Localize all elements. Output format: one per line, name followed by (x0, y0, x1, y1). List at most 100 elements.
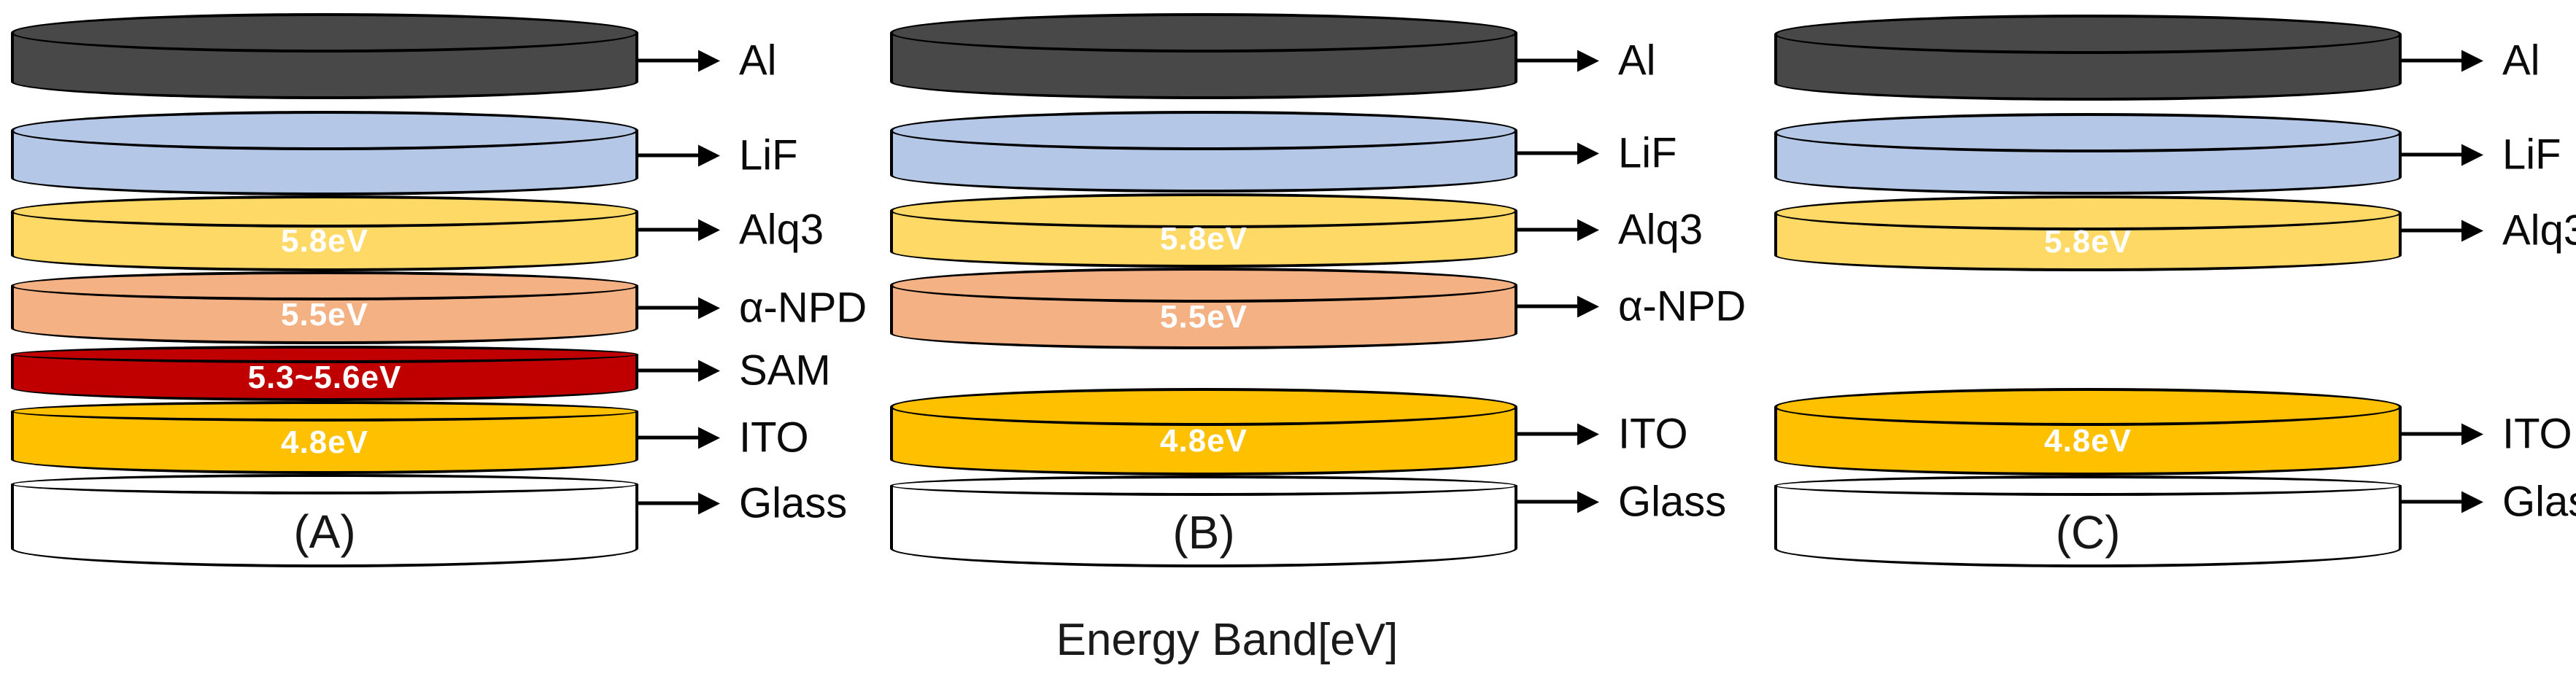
figure-caption: Energy Band[eV] (1056, 615, 1399, 665)
cylinder-cap (11, 13, 638, 53)
cylinder-cap (11, 271, 638, 300)
layer-lif (1774, 113, 2402, 195)
cylinder-cap (11, 111, 638, 150)
callout-lif: LiF (2402, 131, 2561, 179)
cylinder-cap (890, 388, 1517, 426)
layer-npd: 5.5eV (890, 268, 1517, 349)
arrow-line (1517, 151, 1577, 155)
layer-stack-a: 5.8eV 5.5eV 5.3~5.6eV 4.8eV (A) (11, 0, 638, 598)
energy-label: 4.8eV (1160, 423, 1248, 459)
energy-label: 5.8eV (281, 223, 368, 259)
arrow-line (2402, 228, 2461, 233)
callout-label: LiF (739, 131, 798, 179)
arrow-head-icon (698, 50, 720, 71)
arrow-head-icon (2461, 144, 2483, 166)
device-stack-panel-c: 5.8eV 4.8eV (C) Al LiF (1774, 0, 2576, 695)
arrow-head-icon (1577, 295, 1599, 317)
cylinder-cap (890, 13, 1517, 53)
layer-sam: 5.3~5.6eV (11, 346, 638, 401)
arrow-line (638, 435, 698, 440)
arrow-head-icon (698, 360, 720, 381)
arrow-line (638, 306, 698, 310)
layer-lif (890, 111, 1517, 193)
arrow-line (638, 368, 698, 373)
callout-alq3: Alq3 (1517, 206, 1703, 255)
layer-ito: 4.8eV (890, 388, 1517, 475)
layer-alq3: 5.8eV (890, 193, 1517, 268)
cylinder-cap (890, 111, 1517, 150)
cylinder-cap (890, 475, 1517, 496)
layer-alq3: 5.8eV (1774, 195, 2402, 271)
layer-glass: (A) (11, 474, 638, 567)
arrow-line (2402, 58, 2461, 63)
energy-label: 4.8eV (281, 424, 368, 460)
callout-al: Al (2402, 36, 2540, 85)
callout-label: LiF (1618, 129, 1677, 177)
layer-al (1774, 15, 2402, 101)
arrow-head-icon (698, 219, 720, 241)
arrow-line (638, 501, 698, 505)
cylinder-body (11, 354, 638, 401)
stack-label: (A) (293, 505, 356, 558)
layer-npd: 5.5eV (11, 271, 638, 344)
callout-al: Al (1517, 36, 1656, 85)
arrow-head-icon (698, 427, 720, 449)
arrow-head-icon (2461, 50, 2483, 71)
callout-ito: ITO (2402, 410, 2572, 459)
arrow-line (1517, 432, 1577, 436)
cylinder-body (11, 411, 638, 474)
callout-npd: α-NPD (1517, 282, 1746, 331)
callout-lif: LiF (638, 131, 798, 180)
arrow-head-icon (1577, 423, 1599, 445)
callout-glass: Glass (1517, 478, 1726, 527)
callout-label: LiF (2502, 131, 2561, 179)
arrow-head-icon (2461, 220, 2483, 241)
callout-al: Al (638, 36, 777, 85)
callout-glass: Glass (2402, 478, 2576, 527)
cylinder-cap (890, 268, 1517, 303)
arrow-head-icon (698, 297, 720, 319)
arrow-line (638, 58, 698, 63)
cylinder-cap (1774, 388, 2402, 426)
callout-label: Glass (739, 479, 848, 527)
energy-label: 5.3~5.6eV (247, 360, 402, 395)
callout-ito: ITO (638, 413, 809, 462)
arrow-line (1517, 58, 1577, 63)
energy-label: 5.8eV (1160, 221, 1248, 257)
callout-alq3: Alq3 (2402, 206, 2576, 255)
cylinder-cap (11, 401, 638, 422)
arrow-line (638, 228, 698, 232)
arrow-line (1517, 500, 1577, 504)
arrow-head-icon (698, 144, 720, 166)
callout-label: Alq3 (739, 206, 824, 254)
device-stack-panel-a: 5.8eV 5.5eV 5.3~5.6eV 4.8eV (A) (11, 0, 890, 695)
callout-label: ITO (1618, 410, 1688, 458)
callout-npd: α-NPD (638, 284, 867, 333)
callout-label: α-NPD (739, 284, 867, 332)
callout-label: ITO (739, 413, 809, 462)
layer-ito: 4.8eV (11, 401, 638, 474)
cylinder-cap (1774, 195, 2402, 230)
energy-label: 4.8eV (2044, 423, 2132, 459)
cylinder-body (1774, 486, 2402, 567)
cylinder-cap (1774, 15, 2402, 54)
cylinder-cap (11, 346, 638, 363)
layer-alq3: 5.8eV (11, 195, 638, 271)
stack-label: (B) (1172, 506, 1235, 559)
energy-label: 5.8eV (2044, 224, 2132, 260)
cylinder-body (11, 484, 638, 567)
arrow-line (2402, 432, 2461, 436)
callout-glass: Glass (638, 479, 847, 528)
cylinder-cap (11, 195, 638, 228)
arrow-line (1517, 304, 1577, 308)
energy-label: 5.5eV (1160, 299, 1248, 335)
cylinder-body (890, 486, 1517, 567)
arrow-line (2402, 500, 2461, 504)
stack-label: (C) (2055, 506, 2121, 559)
layer-stack-c: 5.8eV 4.8eV (C) (1774, 0, 2402, 598)
callout-label: Alq3 (2502, 206, 2576, 255)
arrow-head-icon (1577, 491, 1599, 513)
callout-label: Al (739, 36, 777, 85)
arrow-head-icon (1577, 219, 1599, 241)
